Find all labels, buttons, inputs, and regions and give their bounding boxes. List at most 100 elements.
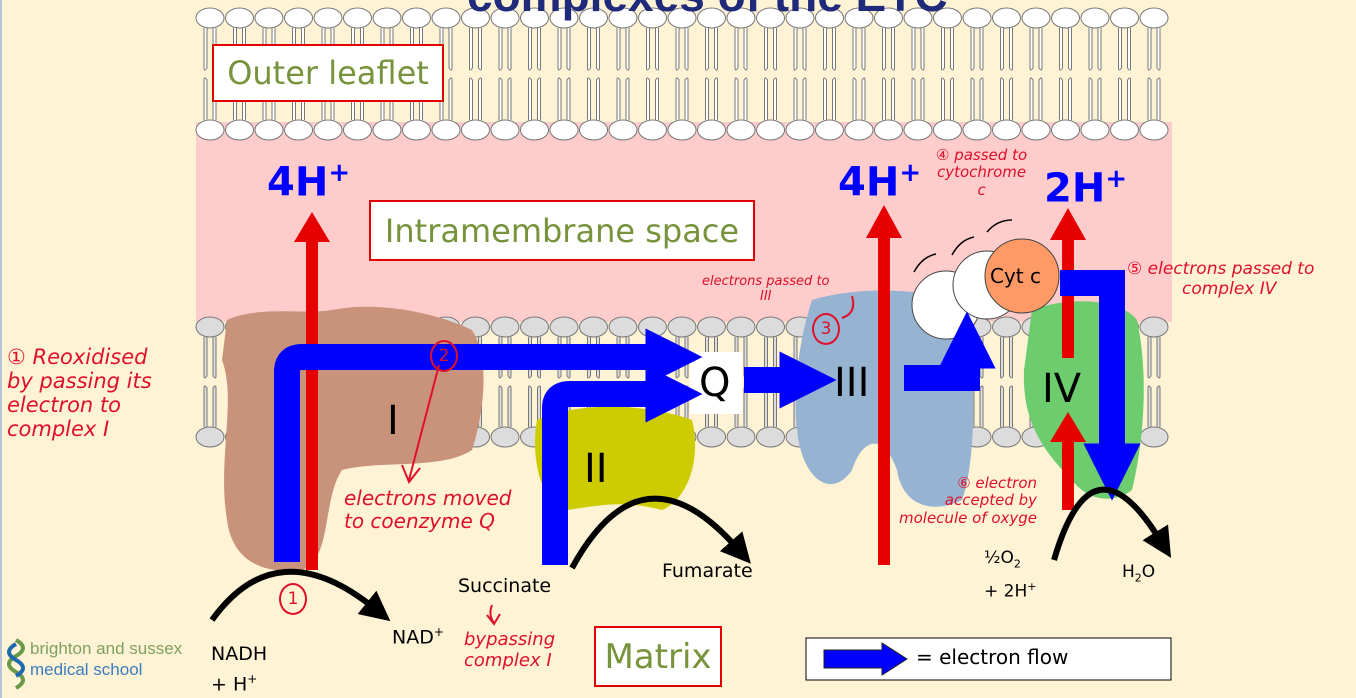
complex-i-label: I bbox=[387, 398, 399, 444]
outer-lipid bbox=[933, 7, 962, 141]
inner-lipid bbox=[992, 316, 1021, 448]
electron-flow-arrows bbox=[274, 270, 1141, 565]
outer-lipid bbox=[1051, 7, 1080, 141]
annotation-line: III bbox=[759, 288, 772, 304]
outer-lipid bbox=[579, 7, 608, 141]
annotation-line: complex IV bbox=[1182, 278, 1277, 299]
outer-lipid bbox=[1021, 7, 1051, 141]
annotation-bypass: bypassing complex I bbox=[464, 629, 556, 671]
annotation-line: electrons moved bbox=[344, 486, 512, 510]
proton-count: 4H bbox=[267, 159, 329, 206]
legend-electron-arrow-icon bbox=[823, 642, 908, 676]
annotation-line: accepted by bbox=[944, 491, 1038, 510]
subscript: 2 bbox=[1013, 557, 1021, 571]
annotation-line: to coenzyme Q bbox=[344, 509, 495, 533]
step-2-marker: 2 bbox=[430, 340, 458, 372]
outer-lipid bbox=[874, 7, 903, 141]
plus-sign: + bbox=[433, 625, 444, 639]
outer-lipid bbox=[815, 7, 844, 141]
annotation-line: ⑤ electrons passed to bbox=[1127, 259, 1315, 279]
outer-lipid bbox=[520, 7, 549, 141]
annotation-step-3: electrons passed to III bbox=[702, 274, 830, 305]
outer-lipid bbox=[490, 7, 520, 141]
annotation-arrow-3 bbox=[841, 295, 855, 319]
plus-sign: + bbox=[1105, 164, 1128, 194]
annotation-line: complex I bbox=[7, 417, 110, 442]
succinate-label: Succinate bbox=[458, 575, 552, 597]
legend-label: = electron flow bbox=[916, 645, 1069, 669]
half-oxygen-label: ½O2 bbox=[984, 548, 1021, 570]
2h-text: + 2H bbox=[984, 581, 1028, 602]
intramembrane-space-label: Intramembrane space bbox=[369, 200, 755, 261]
protons-complex-iv: 2H+ bbox=[1044, 164, 1127, 211]
complex-iii-label: III bbox=[834, 360, 870, 406]
annotation-line: ① Reoxidised bbox=[7, 345, 148, 369]
annotation-line: by passing its bbox=[7, 369, 152, 394]
subscript: 2 bbox=[1134, 571, 1142, 585]
annotation-step-6: ⑥ electron accepted by molecule of oxyge bbox=[899, 474, 1038, 527]
cytochrome-c bbox=[984, 238, 1060, 314]
complex-ii-shape bbox=[535, 406, 696, 510]
outer-lipid bbox=[1080, 7, 1110, 141]
plus-sign: + bbox=[328, 158, 351, 188]
outer-lipid bbox=[844, 7, 874, 141]
annotation-line: cytochrome bbox=[937, 163, 1027, 182]
annotation-line: ⑥ electron bbox=[957, 474, 1038, 492]
outer-lipid bbox=[461, 7, 490, 141]
logo-helix-icon-2 bbox=[7, 642, 25, 678]
o-text: O bbox=[1141, 562, 1156, 582]
reaction-arrows bbox=[209, 486, 1172, 622]
outer-lipid bbox=[638, 7, 667, 141]
outer-lipid bbox=[962, 7, 992, 141]
plus-sign: + bbox=[247, 672, 258, 686]
annotation-line: electron to bbox=[7, 393, 122, 418]
logo-line-2: medical school bbox=[30, 660, 143, 679]
outer-lipid bbox=[667, 7, 697, 141]
outer-leaflet-label: Outer leaflet bbox=[212, 44, 444, 102]
outer-lipid bbox=[992, 7, 1021, 141]
outer-lipid bbox=[549, 7, 579, 141]
annotation-line: molecule of oxyge bbox=[899, 508, 1038, 527]
nadh-label: NADH bbox=[211, 643, 268, 665]
outer-lipid bbox=[756, 7, 785, 141]
outer-lipid bbox=[1139, 7, 1169, 141]
annotation-step-5: ⑤ electrons passed to complex IV bbox=[1127, 259, 1315, 299]
annotation-line: c bbox=[977, 180, 986, 199]
proton-count: 4H bbox=[838, 159, 900, 206]
coenzyme-q-label: Q bbox=[699, 360, 731, 406]
annotation-step-1: ① Reoxidised by passing its electron to … bbox=[7, 345, 152, 442]
annotation-line: electrons passed to bbox=[702, 274, 830, 289]
annotation-line: ④ passed to bbox=[936, 146, 1028, 164]
plus-sign: + bbox=[1027, 580, 1037, 593]
logo-helix-icon bbox=[7, 638, 25, 690]
annotation-step-2: electrons moved to coenzyme Q bbox=[344, 487, 511, 533]
protons-complex-i: 4H+ bbox=[267, 158, 350, 205]
protons-complex-iii: 4H+ bbox=[838, 158, 921, 205]
cytc-motion-arrows bbox=[913, 219, 1013, 273]
annotation-step-4: ④ passed to cytochrome c bbox=[936, 146, 1028, 199]
outer-lipid bbox=[726, 7, 756, 141]
outer-lipid bbox=[785, 7, 815, 141]
proton-count: 2H bbox=[1044, 165, 1106, 212]
outer-lipid bbox=[697, 7, 726, 141]
logo-line-1: brighton and sussex bbox=[30, 639, 183, 658]
annotation-arrow-bypass bbox=[486, 604, 501, 626]
nad-text: NAD bbox=[392, 626, 434, 649]
matrix-label: Matrix bbox=[594, 626, 722, 687]
fumarate-label: Fumarate bbox=[662, 560, 753, 582]
proton-arrows bbox=[294, 205, 1086, 570]
plus-sign: + bbox=[899, 158, 922, 188]
slide-title: complexes of the ETC bbox=[467, 0, 948, 21]
outer-lipid bbox=[903, 7, 933, 141]
inner-lipid bbox=[1139, 316, 1169, 448]
annotation-line: bypassing bbox=[464, 629, 556, 650]
complex-ii-label: II bbox=[584, 446, 608, 492]
step-3-marker: 3 bbox=[812, 313, 840, 345]
cytochrome-c-label: Cyt c bbox=[990, 264, 1041, 288]
inner-lipid bbox=[195, 316, 225, 448]
annotation-arrow-2 bbox=[401, 364, 440, 484]
complex-iv-label: IV bbox=[1042, 366, 1082, 412]
annotation-line: complex I bbox=[464, 649, 552, 671]
o2-text: ½O bbox=[984, 548, 1014, 568]
